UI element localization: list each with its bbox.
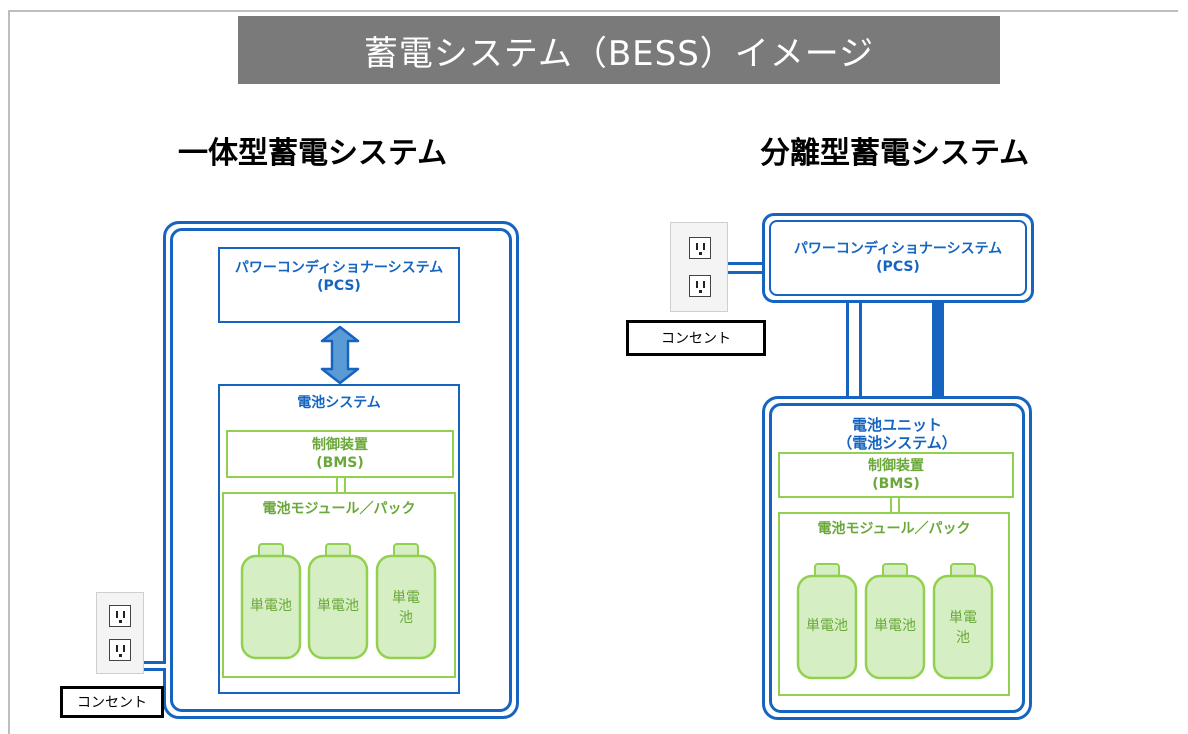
left-pcs-label: パワーコンディショナーシステム bbox=[234, 260, 444, 276]
left-socket-bottom-icon bbox=[109, 639, 131, 661]
right-bms-label: 制御装置 bbox=[868, 458, 924, 474]
right-bms-module-connector bbox=[890, 498, 900, 512]
left-module-label: 電池モジュール／パック bbox=[262, 501, 416, 517]
right-cell-1: 単電池 bbox=[796, 562, 858, 680]
slide-frame bbox=[8, 10, 1178, 734]
right-cell-3-shape bbox=[932, 563, 994, 680]
left-bms-code: (BMS) bbox=[316, 455, 364, 471]
right-cell-2-label: 単電池 bbox=[874, 618, 916, 634]
right-unit-subtitle: （電池システム） bbox=[837, 434, 957, 452]
left-cell-3-label: 単電 池 bbox=[392, 590, 420, 626]
left-bidirectional-arrow bbox=[320, 325, 360, 385]
socket-slots-icon bbox=[696, 281, 705, 293]
left-outlet-label: コンセント bbox=[77, 695, 147, 711]
left-battery-system-label: 電池システム bbox=[297, 395, 381, 411]
right-wall-outlet bbox=[670, 222, 728, 312]
left-outlet-cable bbox=[144, 661, 166, 671]
right-bms-code: (BMS) bbox=[872, 476, 920, 492]
left-bms-module-connector bbox=[336, 478, 346, 492]
right-outlet-label: コンセント bbox=[661, 331, 731, 347]
right-module-label: 電池モジュール／パック bbox=[817, 521, 971, 537]
left-cell-1-label: 単電池 bbox=[250, 598, 292, 614]
right-signal-cable bbox=[932, 303, 944, 397]
socket-slots-icon bbox=[116, 611, 125, 623]
left-bms-label: 制御装置 bbox=[312, 437, 368, 453]
left-pcs-box: パワーコンディショナーシステム (PCS) bbox=[218, 247, 460, 323]
right-outlet-label-box: コンセント bbox=[626, 320, 766, 356]
right-socket-bottom-icon bbox=[689, 275, 711, 297]
left-cell-1-shape bbox=[240, 543, 302, 660]
left-socket-top-icon bbox=[109, 605, 131, 627]
left-cell-3-shape bbox=[375, 543, 437, 660]
left-pcs-code: (PCS) bbox=[317, 278, 361, 294]
left-bms-box: 制御装置 (BMS) bbox=[226, 430, 454, 478]
right-cell-3: 単電 池 bbox=[932, 562, 994, 680]
left-enclosure-inner-line bbox=[170, 228, 512, 712]
left-outlet-label-box: コンセント bbox=[60, 686, 164, 718]
right-pcs-code: (PCS) bbox=[876, 259, 920, 275]
left-cell-2-label: 単電池 bbox=[317, 598, 359, 614]
right-cell-3-label: 単電 池 bbox=[949, 610, 977, 646]
left-cell-2-shape bbox=[307, 543, 369, 660]
title-text: 蓄電システム（BESS）イメージ bbox=[363, 33, 875, 74]
right-cell-1-shape bbox=[796, 563, 858, 680]
right-power-cable bbox=[846, 303, 862, 397]
right-battery-unit-enclosure: 電池ユニット （電池システム） bbox=[762, 396, 1032, 720]
right-cell-2-shape bbox=[864, 563, 926, 680]
right-bms-box: 制御装置 (BMS) bbox=[778, 452, 1014, 498]
right-pcs-inner-line: パワーコンディショナーシステム (PCS) bbox=[769, 220, 1027, 296]
right-unit-label: 電池ユニット bbox=[851, 416, 942, 434]
right-unit-inner-line: 電池ユニット （電池システム） bbox=[769, 403, 1025, 713]
socket-slots-icon bbox=[116, 645, 125, 657]
socket-slots-icon bbox=[696, 243, 705, 255]
title-banner: 蓄電システム（BESS）イメージ bbox=[238, 16, 1000, 84]
left-cell-2: 単電池 bbox=[307, 542, 369, 660]
left-integrated-enclosure bbox=[163, 221, 519, 719]
right-cell-1-label: 単電池 bbox=[806, 618, 848, 634]
left-cell-1: 単電池 bbox=[240, 542, 302, 660]
left-wall-outlet bbox=[96, 592, 144, 674]
right-pcs-label: パワーコンディショナーシステム bbox=[793, 241, 1003, 257]
right-cell-2: 単電池 bbox=[864, 562, 926, 680]
right-socket-top-icon bbox=[689, 237, 711, 259]
right-pcs-enclosure: パワーコンディショナーシステム (PCS) bbox=[762, 213, 1034, 303]
right-outlet-cable bbox=[728, 262, 764, 274]
right-heading: 分離型蓄電システム bbox=[760, 136, 1030, 171]
left-cell-3: 単電 池 bbox=[375, 542, 437, 660]
left-heading: 一体型蓄電システム bbox=[178, 136, 448, 171]
